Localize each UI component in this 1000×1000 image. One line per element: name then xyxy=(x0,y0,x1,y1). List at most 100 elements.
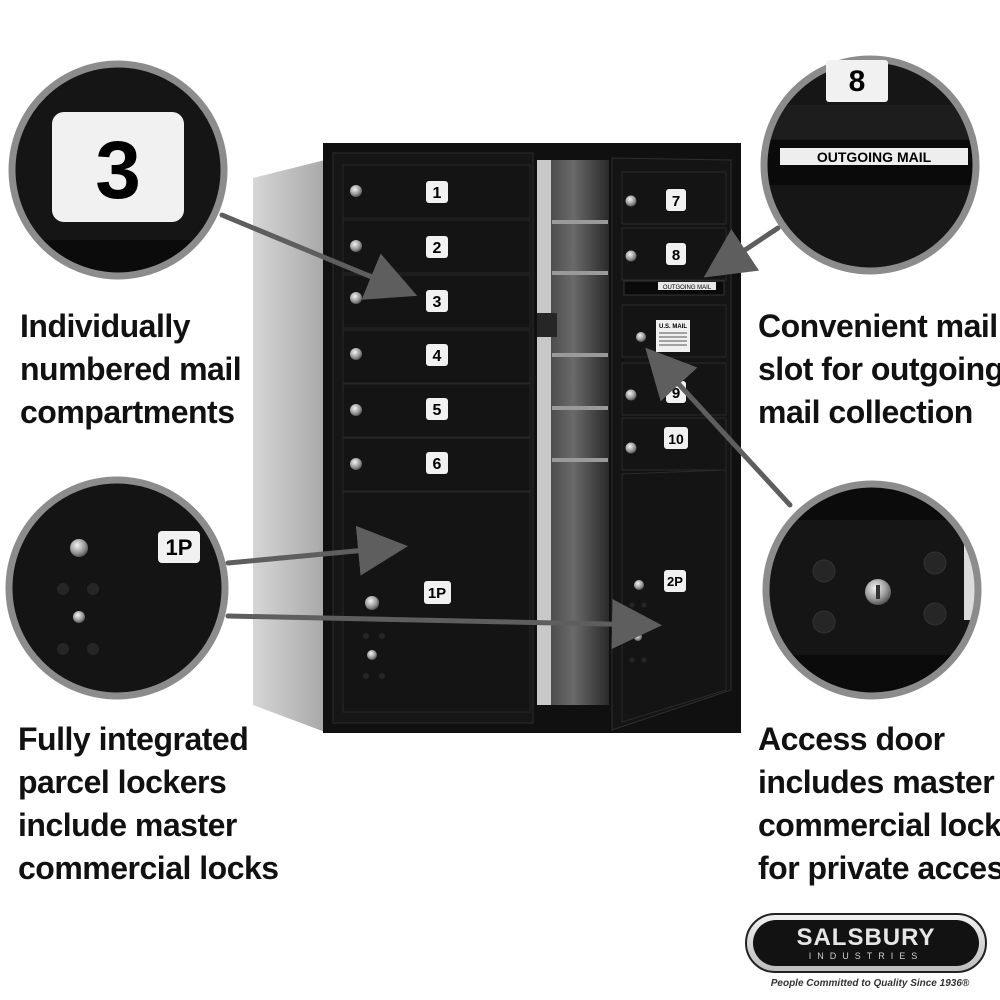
caption-line: mail collection xyxy=(758,394,973,430)
zoom-number-plate xyxy=(52,112,184,222)
lock-icon xyxy=(70,539,88,557)
lock-icon xyxy=(625,195,637,207)
mailbox-side-frame xyxy=(253,160,325,732)
left-compartment-2: 2 xyxy=(342,219,531,274)
zoom-number: 1P xyxy=(166,535,193,560)
number-label: 1P xyxy=(428,585,446,602)
outgoing-slot-label: OUTGOING MAIL xyxy=(663,285,712,291)
number-label: 2 xyxy=(433,240,442,257)
caption-numbered-compartments: Individually numbered mail compartments xyxy=(20,305,242,434)
lock-icon xyxy=(350,292,362,304)
zoom-slot-label: OUTGOING MAIL xyxy=(817,149,932,165)
caption-line: slot for outgoing xyxy=(758,351,1000,387)
caption-line: for private access xyxy=(758,850,1000,886)
master-lock-icon xyxy=(634,633,642,641)
number-label: 5 xyxy=(433,402,442,419)
keyhole-icon xyxy=(876,585,880,599)
usmail-label: U.S. MAIL xyxy=(659,324,687,330)
lock-icon xyxy=(634,580,644,590)
zoom-number-plate xyxy=(826,60,888,102)
number-label: 1 xyxy=(433,185,442,202)
rivet-icons xyxy=(363,633,385,679)
number-plate xyxy=(426,236,448,258)
usmail-compartment: U.S. MAIL xyxy=(621,304,727,358)
zoom-outgoing-slot: 8 OUTGOING MAIL xyxy=(760,55,980,275)
lock-icon xyxy=(350,185,362,197)
rivet-icons xyxy=(812,551,947,634)
caption-line: parcel lockers xyxy=(18,764,227,800)
lock-icon xyxy=(365,596,379,610)
caption-line: Fully integrated xyxy=(18,721,249,757)
caption-parcel-lockers: Fully integrated parcel lockers include … xyxy=(18,718,279,890)
caption-access-door: Access door includes master commercial l… xyxy=(758,718,1000,890)
arrow-to-parcel-2p xyxy=(225,599,662,650)
arrow-to-compartment-3 xyxy=(219,212,418,300)
master-lock-icon xyxy=(367,650,377,660)
number-plate xyxy=(426,344,448,366)
brand-logo: SALSBURY INDUSTRIES xyxy=(745,913,987,973)
caption-outgoing-slot: Convenient mail slot for outgoing mail c… xyxy=(758,305,1000,434)
caption-line: Convenient mail xyxy=(758,308,998,344)
rivet-icons xyxy=(57,583,99,655)
left-compartment-4: 4 xyxy=(342,329,531,384)
zoom-numbered-compartment: 3 xyxy=(8,60,228,280)
left-compartment-6: 6 xyxy=(342,437,531,492)
zoom-access-door-lock xyxy=(762,480,982,700)
caption-line: commercial lock xyxy=(758,807,1000,843)
arrow-to-outgoing-slot xyxy=(703,225,781,278)
number-plate xyxy=(426,398,448,420)
number-label: 4 xyxy=(433,348,442,365)
caption-line: include master xyxy=(18,807,237,843)
number-label: 2P xyxy=(667,574,683,589)
lock-icon xyxy=(350,458,362,470)
right-compartment-7: 7 xyxy=(621,171,727,225)
number-label: 7 xyxy=(672,193,680,210)
lock-icon xyxy=(625,250,637,262)
caption-line: compartments xyxy=(20,394,235,430)
lock-icon xyxy=(350,404,362,416)
interior-shelves xyxy=(552,220,608,462)
door-latch xyxy=(537,313,557,337)
lock-icon xyxy=(625,389,637,401)
right-compartment-10: 10 xyxy=(621,417,727,471)
parcel-locker-2p: 2P xyxy=(621,469,727,723)
left-compartment-3: 3 xyxy=(342,274,531,329)
number-plate xyxy=(426,452,448,474)
brand-tagline: People Committed to Quality Since 1936® xyxy=(770,978,970,989)
left-compartment-5: 5 xyxy=(342,383,531,438)
number-plate xyxy=(664,427,688,449)
number-plate xyxy=(424,581,451,604)
zoom-number-plate xyxy=(158,531,200,563)
number-label: 8 xyxy=(672,247,680,264)
parcel-locker-1p: 1P xyxy=(342,491,531,713)
arrow-to-access-door xyxy=(645,347,793,508)
arrow-to-parcel-1p xyxy=(225,525,408,576)
mailbox-unit: 1 2 3 4 5 6 xyxy=(253,143,741,733)
usmail-fine-print xyxy=(659,332,687,346)
caption-line: numbered mail xyxy=(20,351,242,387)
lock-icon xyxy=(350,240,362,252)
caption-line: Individually xyxy=(20,308,191,344)
master-lock-icon xyxy=(73,611,85,623)
number-label: 3 xyxy=(433,294,442,311)
brand-name: SALSBURY xyxy=(796,924,936,951)
number-plate xyxy=(426,290,448,312)
brand-subtitle: INDUSTRIES xyxy=(808,951,924,961)
number-plate xyxy=(426,181,448,203)
callout-arrows xyxy=(219,212,793,650)
zoom-number: 8 xyxy=(849,65,866,98)
number-plate xyxy=(666,189,686,211)
caption-line: includes master xyxy=(758,764,995,800)
caption-line: Access door xyxy=(758,721,945,757)
caption-line: commercial locks xyxy=(18,850,279,886)
left-compartment-1: 1 xyxy=(342,164,531,219)
hinge-strip xyxy=(537,160,551,705)
number-label: 6 xyxy=(433,456,442,473)
brand-logo-badge: SALSBURY INDUSTRIES xyxy=(753,920,979,966)
zoom-slot-plate xyxy=(780,148,968,165)
right-compartment-9: 9 xyxy=(621,362,727,416)
zoom-parcel-locker: 1P xyxy=(5,476,229,700)
usmail-plate xyxy=(656,320,690,352)
lock-icon xyxy=(625,442,637,454)
